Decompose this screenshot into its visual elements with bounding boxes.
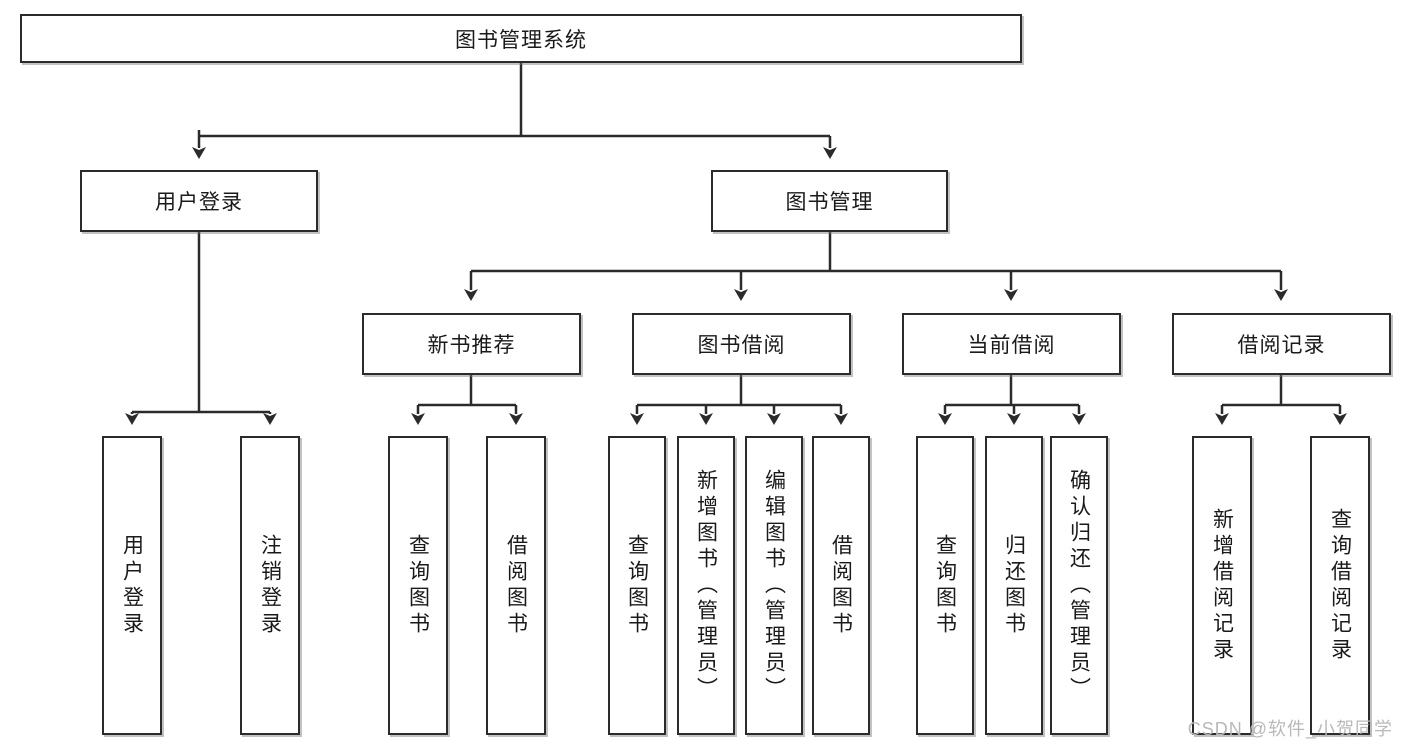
node-borrow-record[interactable]: 借阅记录 <box>1172 313 1391 375</box>
node-leaf-borrow-borrow-book-label: 借阅图书 <box>829 533 853 638</box>
node-leaf-borrow-edit-book-label: 编辑图书（管理员） <box>762 468 786 703</box>
node-leaf-cur-return-book-label: 归还图书 <box>1002 533 1026 638</box>
node-leaf-user-login-label: 用户登录 <box>120 533 144 638</box>
node-book-borrow-label: 图书借阅 <box>697 334 786 357</box>
node-new-book-rec-label: 新书推荐 <box>427 334 516 357</box>
node-root[interactable]: 图书管理系统 <box>20 14 1022 63</box>
node-leaf-borrow-query-book-label: 查询图书 <box>625 533 649 638</box>
node-root-label: 图书管理系统 <box>455 28 587 52</box>
node-leaf-borrow-add-book-label: 新增图书（管理员） <box>694 468 718 703</box>
node-new-book-rec[interactable]: 新书推荐 <box>362 313 581 375</box>
node-book-borrow[interactable]: 图书借阅 <box>632 313 851 375</box>
node-borrow-record-label: 借阅记录 <box>1237 334 1326 357</box>
node-leaf-rec-query-record[interactable]: 查询借阅记录 <box>1310 436 1370 735</box>
node-leaf-cur-query-book[interactable]: 查询图书 <box>916 436 974 735</box>
node-current-borrow[interactable]: 当前借阅 <box>902 313 1121 375</box>
node-leaf-borrow-edit-book[interactable]: 编辑图书（管理员） <box>745 436 803 735</box>
node-leaf-cur-return-book[interactable]: 归还图书 <box>985 436 1043 735</box>
node-book-manage-label: 图书管理 <box>785 191 874 214</box>
node-leaf-rec-add-record[interactable]: 新增借阅记录 <box>1192 436 1252 735</box>
node-leaf-user-logout-label: 注销登录 <box>258 533 282 638</box>
node-book-manage[interactable]: 图书管理 <box>711 170 948 232</box>
node-leaf-rec-add-record-label: 新增借阅记录 <box>1210 507 1234 664</box>
node-leaf-rec-query-record-label: 查询借阅记录 <box>1328 507 1352 664</box>
node-user-login-label: 用户登录 <box>155 191 243 214</box>
node-leaf-cur-confirm-return-label: 确认归还（管理员） <box>1067 468 1091 703</box>
node-leaf-borrow-borrow-book[interactable]: 借阅图书 <box>812 436 870 735</box>
node-current-borrow-label: 当前借阅 <box>967 334 1056 357</box>
watermark-text: CSDN @软件_小贺同学 <box>1187 719 1393 739</box>
node-leaf-cur-confirm-return[interactable]: 确认归还（管理员） <box>1050 436 1108 735</box>
node-leaf-user-login[interactable]: 用户登录 <box>102 436 162 735</box>
node-leaf-borrow-add-book[interactable]: 新增图书（管理员） <box>677 436 735 735</box>
node-leaf-rec-query-book[interactable]: 查询图书 <box>388 436 448 735</box>
node-leaf-rec-borrow-book[interactable]: 借阅图书 <box>486 436 546 735</box>
node-user-login[interactable]: 用户登录 <box>80 170 318 232</box>
node-leaf-user-logout[interactable]: 注销登录 <box>240 436 300 735</box>
node-leaf-cur-query-book-label: 查询图书 <box>933 533 957 638</box>
node-leaf-borrow-query-book[interactable]: 查询图书 <box>608 436 666 735</box>
node-leaf-rec-query-book-label: 查询图书 <box>406 533 430 638</box>
node-leaf-rec-borrow-book-label: 借阅图书 <box>504 533 528 638</box>
